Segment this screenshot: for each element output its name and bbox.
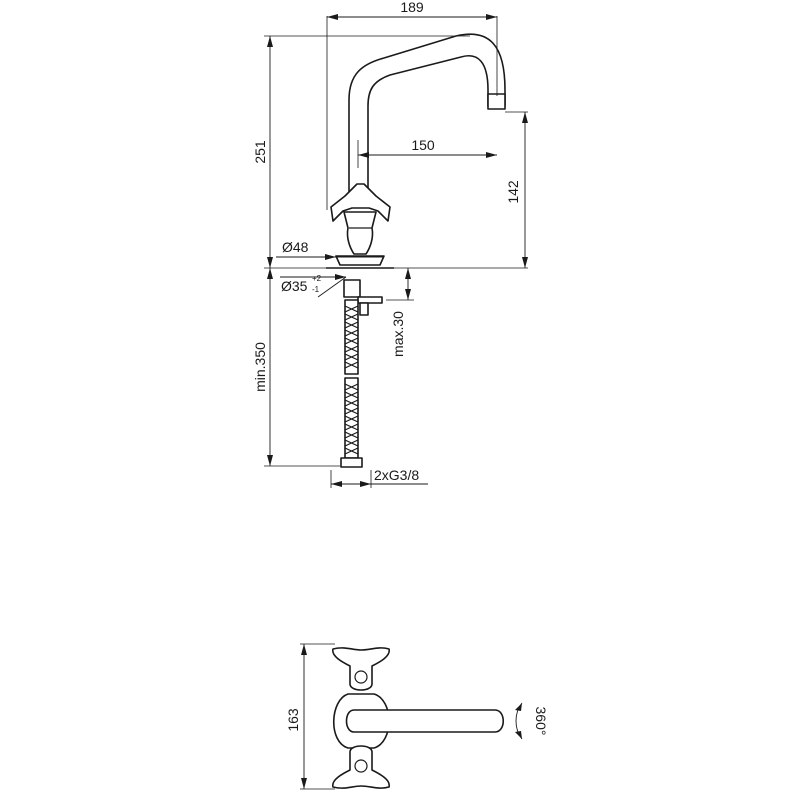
handle-cap-upper (354, 670, 368, 684)
dim-leader-hole (317, 276, 347, 298)
swivel-spout (348, 33, 506, 201)
dim-top-width: 163 (285, 708, 301, 732)
dim-min-hose: min.350 (252, 342, 268, 392)
dim-base-diameter: Ø48 (282, 239, 309, 255)
extension-lines (264, 16, 528, 488)
base-flange (335, 255, 385, 266)
fixing-bracket (357, 296, 383, 304)
cross-handle-top-upper (332, 647, 390, 691)
side-view: 189 150 251 142 Ø48 Ø35 +2 -1 max.30 min… (252, 0, 528, 488)
spout-outlet (487, 93, 506, 110)
dim-reach-axis: 150 (411, 137, 435, 153)
valve-body (343, 211, 377, 255)
dim-rotation: 360° (533, 707, 549, 736)
top-view: 163 360° (285, 643, 549, 790)
dim-thread: 2xG3/8 (374, 467, 419, 483)
fixing-bolt (359, 302, 369, 316)
dim-hole-tol-upper: +2 (312, 274, 322, 283)
dim-outlet-height: 142 (505, 180, 521, 204)
fixing-nut (343, 279, 361, 298)
cross-handle-side (330, 183, 391, 222)
hose-connector-nut (340, 457, 363, 468)
dim-hole-diameter: Ø35 (281, 278, 308, 294)
dim-hole-tol-lower: -1 (312, 285, 320, 294)
braided-hose (344, 299, 359, 459)
dim-reach-total: 189 (400, 0, 424, 15)
dim-total-height: 251 (252, 140, 268, 164)
dim-max-deck: max.30 (390, 311, 406, 357)
cross-handle-top-lower (332, 745, 390, 789)
handle-cap-lower (354, 759, 368, 773)
spout-arm-top (345, 709, 505, 733)
